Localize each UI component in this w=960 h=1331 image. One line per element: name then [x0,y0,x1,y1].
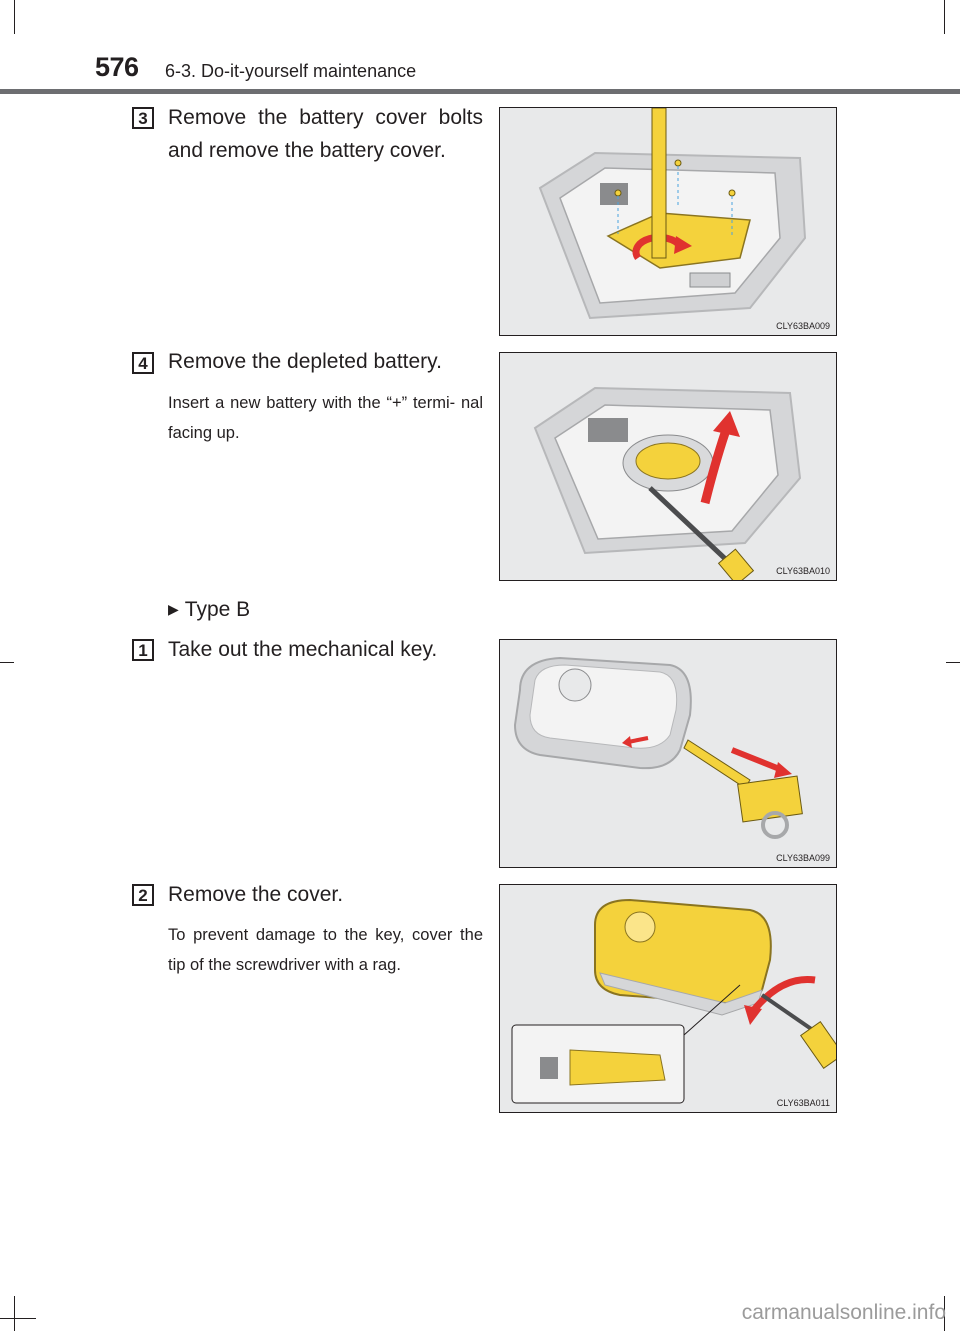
crop-mark [14,0,15,34]
battery-removal-illustration [533,386,802,580]
crop-mark [0,1318,36,1319]
figure-remove-cover: CLY63BA011 [499,884,837,1113]
step-badge: 1 [132,639,154,661]
crop-mark [0,662,14,663]
header-rule [0,89,960,94]
figure-code: CLY63BA011 [776,1098,830,1108]
section-title: 6-3. Do-it-yourself maintenance [165,61,417,81]
step-instruction: Remove the depleted battery. [168,350,442,373]
figure-remove-battery-cover: CLY63BA009 [499,107,837,336]
figure-code: CLY63BA099 [776,853,830,863]
remove-cover-illustration [511,898,836,1104]
step-note: Insert a new battery with the “+” termi-… [168,394,483,442]
crop-mark [946,662,960,663]
type-b-heading: ▶ Type B [168,594,250,625]
mechanical-key-illustration [513,656,803,839]
figure-remove-battery: CLY63BA010 [499,352,837,581]
play-arrow-icon: ▶ [168,601,179,617]
figure-code: CLY63BA010 [776,566,830,576]
figure-code: CLY63BA009 [776,321,830,331]
step-instruction: Remove the cover. [168,883,344,906]
watermark: carmanualsonline.info [741,1301,946,1324]
battery-cover-illustration [538,108,807,320]
step-badge: 3 [132,107,154,129]
type-b-label: Type B [184,598,251,621]
page-number: 576 [95,52,139,82]
step-instruction: Remove the battery cover bolts and remov… [168,106,483,162]
step-badge: 4 [132,352,154,374]
step-badge: 2 [132,884,154,906]
crop-mark [944,1296,945,1331]
figure-take-out-key: CLY63BA099 [499,639,837,868]
step-instruction: Take out the mechanical key. [168,638,438,661]
crop-mark [944,0,945,34]
step-note: To prevent damage to the key, cover the … [168,926,483,974]
crop-mark [14,1296,15,1331]
